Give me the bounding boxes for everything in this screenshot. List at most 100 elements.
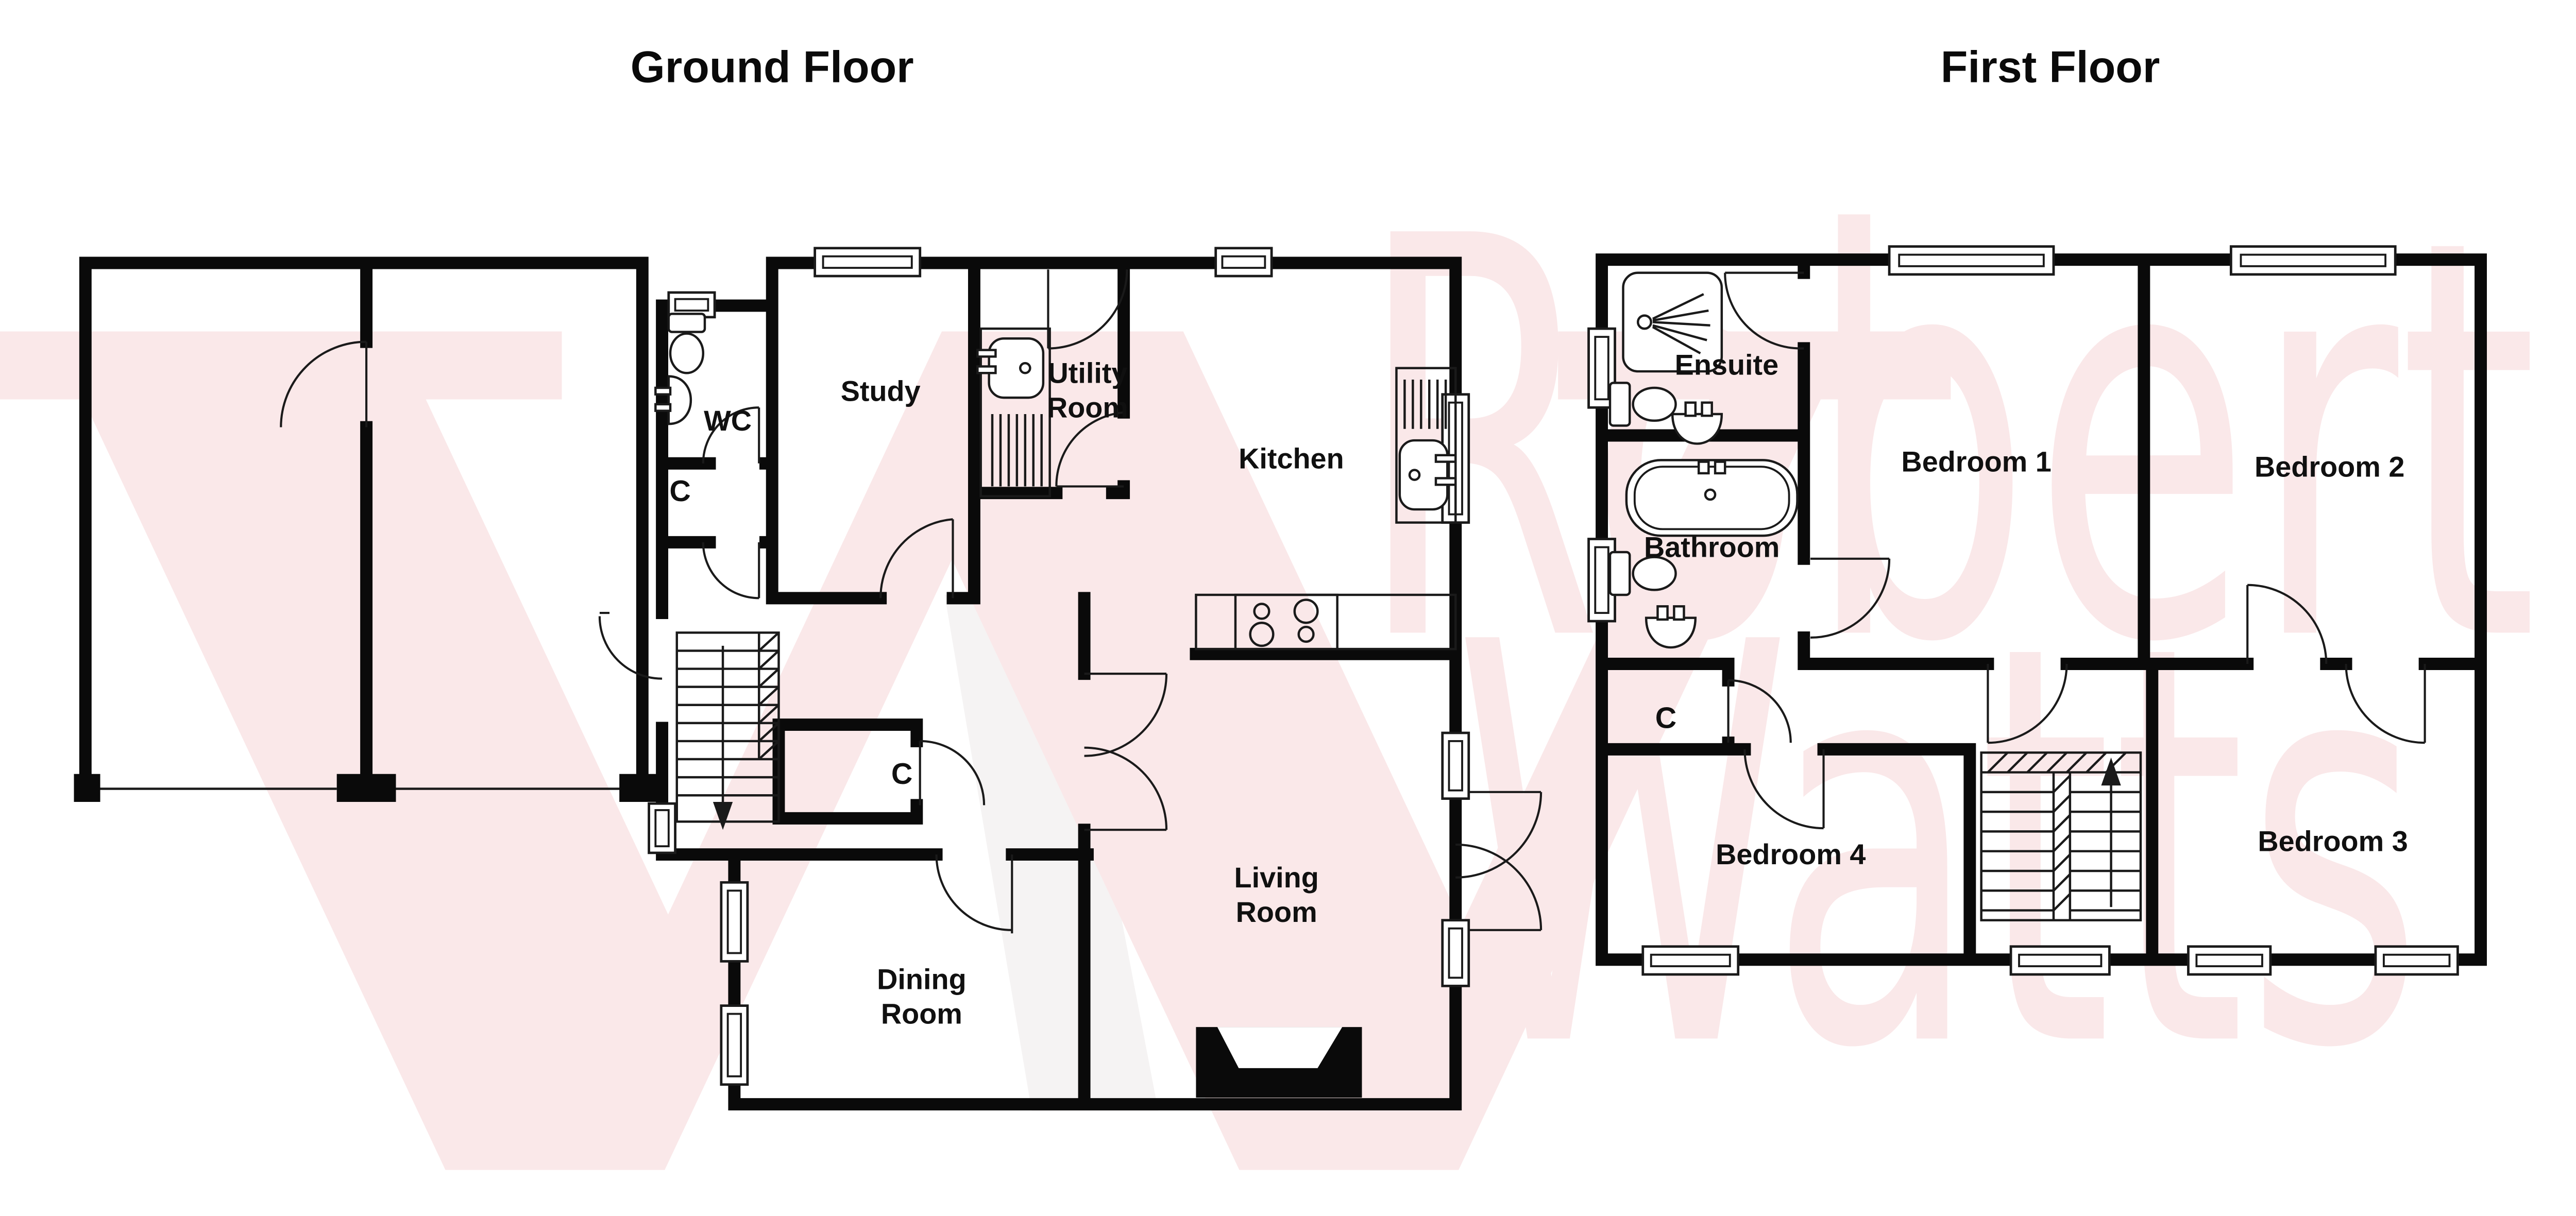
tap-icon: [1697, 460, 1710, 475]
ground-floor-title: Ground Floor: [631, 43, 914, 92]
room-label-utility-2: Room: [1047, 391, 1128, 423]
utility-back-door: [1047, 269, 1128, 350]
toilet-icon: [667, 313, 706, 333]
drain-icon: [1408, 469, 1421, 481]
window: [1214, 247, 1273, 278]
bathroom-door: [1810, 557, 1891, 639]
bathroom-fixtures: [1608, 459, 1799, 649]
tap-icon: [976, 365, 997, 374]
bedroom2-door: [2246, 584, 2328, 664]
window: [720, 881, 749, 963]
stairs-arrow-up: [2101, 757, 2121, 786]
toilet-icon: [1632, 386, 1677, 422]
stairs-first: [1980, 751, 2142, 921]
toilet-icon: [669, 332, 705, 374]
sink-icon: [667, 375, 692, 425]
window: [720, 1004, 749, 1086]
toilet-icon: [1608, 382, 1631, 427]
french-doors: [1455, 791, 1543, 931]
wc-door: [702, 406, 760, 464]
room-label-bedroom3: Bedroom 3: [2258, 825, 2408, 858]
window: [1441, 919, 1470, 987]
sink-icon: [1671, 413, 1723, 445]
tap-icon: [1434, 454, 1457, 463]
room-label-utility-1: Utility: [1047, 356, 1127, 389]
room-label-wc: WC: [704, 404, 752, 437]
garage-post: [619, 774, 663, 802]
tap-icon: [654, 386, 672, 396]
stairs-ground: [675, 631, 780, 830]
front-door: [598, 611, 663, 680]
tap-icon: [1701, 401, 1713, 417]
room-label-bedroom1: Bedroom 1: [1901, 446, 2051, 478]
ensuite-fixtures: [1608, 271, 1723, 445]
drain-icon: [1704, 488, 1717, 501]
drainer-icon: [1403, 380, 1447, 429]
room-label-closet-landing: C: [1655, 701, 1676, 734]
first-windows: [1587, 245, 2459, 976]
first-floor-plan: Ensuite Bathroom C Bedroom 1 Bedroom 2 B…: [1587, 245, 2487, 976]
room-label-bedroom4: Bedroom 4: [1716, 838, 1866, 870]
dining-living-double-doors: [1084, 673, 1168, 831]
kitchen-door: [1055, 411, 1124, 488]
drain-icon: [1019, 362, 1031, 374]
garage-internal-door: [280, 340, 368, 427]
room-label-bedroom2: Bedroom 2: [2255, 450, 2404, 483]
watermark-robert: Robert: [1355, 122, 2538, 763]
window: [1641, 945, 1740, 976]
ground-windows: [648, 247, 1470, 1086]
room-label-study: Study: [841, 374, 921, 407]
sink-icon: [1645, 616, 1697, 649]
shower-spray-icon: [1652, 293, 1710, 354]
hall-closet-door: [702, 542, 760, 600]
dining-door: [935, 854, 1013, 934]
counter: [979, 327, 1051, 498]
study-door: [879, 518, 954, 598]
hob-icon: [1234, 593, 1338, 650]
room-label-kitchen: Kitchen: [1239, 442, 1344, 474]
bedroom4-door: [1743, 749, 1825, 830]
kitchen-sink-icon: [988, 337, 1045, 399]
room-label-bathroom: Bathroom: [1644, 531, 1780, 563]
room-label-dining-2: Room: [881, 998, 962, 1030]
window: [648, 802, 676, 854]
window: [814, 247, 922, 278]
bedroom1-door: [1987, 663, 2068, 744]
ground-doors: [598, 269, 1543, 934]
window: [2374, 945, 2459, 976]
ground-floor-plan: WC C Study Utility Room Kitchen C Dining…: [74, 247, 1543, 1111]
utility-fixtures: [976, 327, 1051, 498]
hob-ring-icon: [1249, 621, 1275, 647]
room-label-living-1: Living: [1234, 861, 1319, 894]
tap-icon: [1656, 605, 1669, 621]
drainer-icon: [991, 414, 1043, 487]
landing-closet-door: [1727, 679, 1792, 743]
tap-icon: [1714, 460, 1726, 475]
stairs-closet-door: [919, 740, 986, 806]
garage-post: [74, 774, 100, 802]
tap-icon: [976, 349, 997, 358]
fireplace-icon: [1196, 1027, 1362, 1098]
wc-fixtures: [654, 313, 706, 425]
garage-walls: [79, 256, 649, 792]
room-label-living-2: Room: [1236, 896, 1317, 928]
kitchen-sink-icon: [1398, 439, 1449, 511]
bath-icon: [1633, 466, 1790, 530]
window: [2187, 945, 2272, 976]
hob-ring-icon: [1253, 603, 1270, 620]
ground-house-walls: [656, 256, 1462, 1111]
kitchen-fixtures: [1195, 367, 1457, 650]
first-floor-title: First Floor: [1941, 43, 2160, 92]
counter: [1395, 367, 1457, 524]
garage-post: [336, 774, 396, 802]
ensuite-door: [1724, 271, 1804, 350]
window: [2229, 245, 2397, 276]
window: [2009, 945, 2111, 976]
stairs-arrow-down: [713, 801, 733, 830]
hob-ring-icon: [1297, 625, 1315, 643]
toilet-icon: [1608, 551, 1631, 596]
room-label-closet-stairs: C: [891, 758, 912, 791]
bedroom3-door: [2345, 663, 2426, 744]
watermark-watts: Watts: [1454, 528, 2423, 1169]
